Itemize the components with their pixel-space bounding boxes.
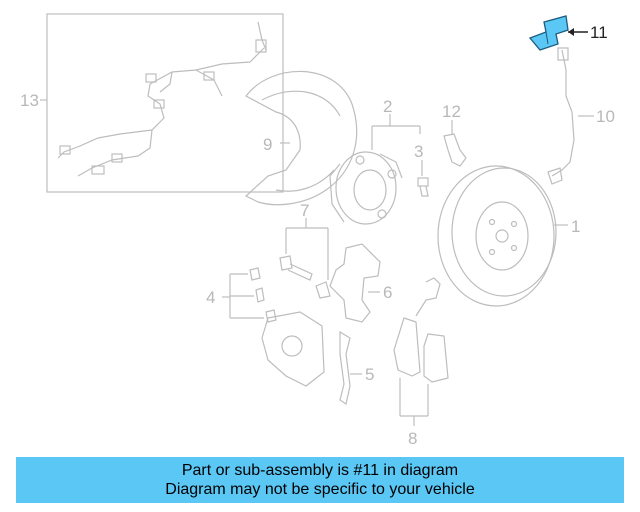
callout-7: 7 xyxy=(300,201,309,220)
banner-line-2: Diagram may not be specific to your vehi… xyxy=(165,481,475,498)
callout-6: 6 xyxy=(383,283,392,302)
callout-3: 3 xyxy=(414,142,423,161)
banner-line-1: Part or sub-assembly is #11 in diagram xyxy=(181,462,459,479)
callout-2: 2 xyxy=(383,97,392,116)
brake-rotor-1 xyxy=(437,165,557,307)
callout-5: 5 xyxy=(365,365,374,384)
callout-12: 12 xyxy=(442,102,461,121)
callout-4: 4 xyxy=(206,288,215,307)
callout-9: 9 xyxy=(263,135,272,154)
info-banner: Part or sub-assembly is #11 in diagram D… xyxy=(16,457,624,503)
callout-10: 10 xyxy=(596,107,615,126)
brake-pads-8 xyxy=(393,277,449,383)
bolt-3 xyxy=(417,177,429,197)
callout-11: 11 xyxy=(590,23,608,42)
callout-8: 8 xyxy=(408,429,417,448)
splash-shield-9 xyxy=(244,70,358,206)
caliper-4 xyxy=(249,267,325,387)
callout-13: 13 xyxy=(20,91,39,110)
callout-1: 1 xyxy=(571,217,580,236)
sensor-12 xyxy=(443,133,467,167)
bracket-11 xyxy=(528,15,569,51)
guide-pins-7 xyxy=(279,255,331,299)
wire-harness-13 xyxy=(46,13,284,193)
wheel-hub-2 xyxy=(329,151,403,225)
spring-clip-5 xyxy=(339,330,351,405)
parts-diagram: 13 9 2 3 12 1 xyxy=(20,13,615,448)
caliper-carrier-6 xyxy=(329,243,381,323)
brake-hose-10 xyxy=(547,47,575,185)
